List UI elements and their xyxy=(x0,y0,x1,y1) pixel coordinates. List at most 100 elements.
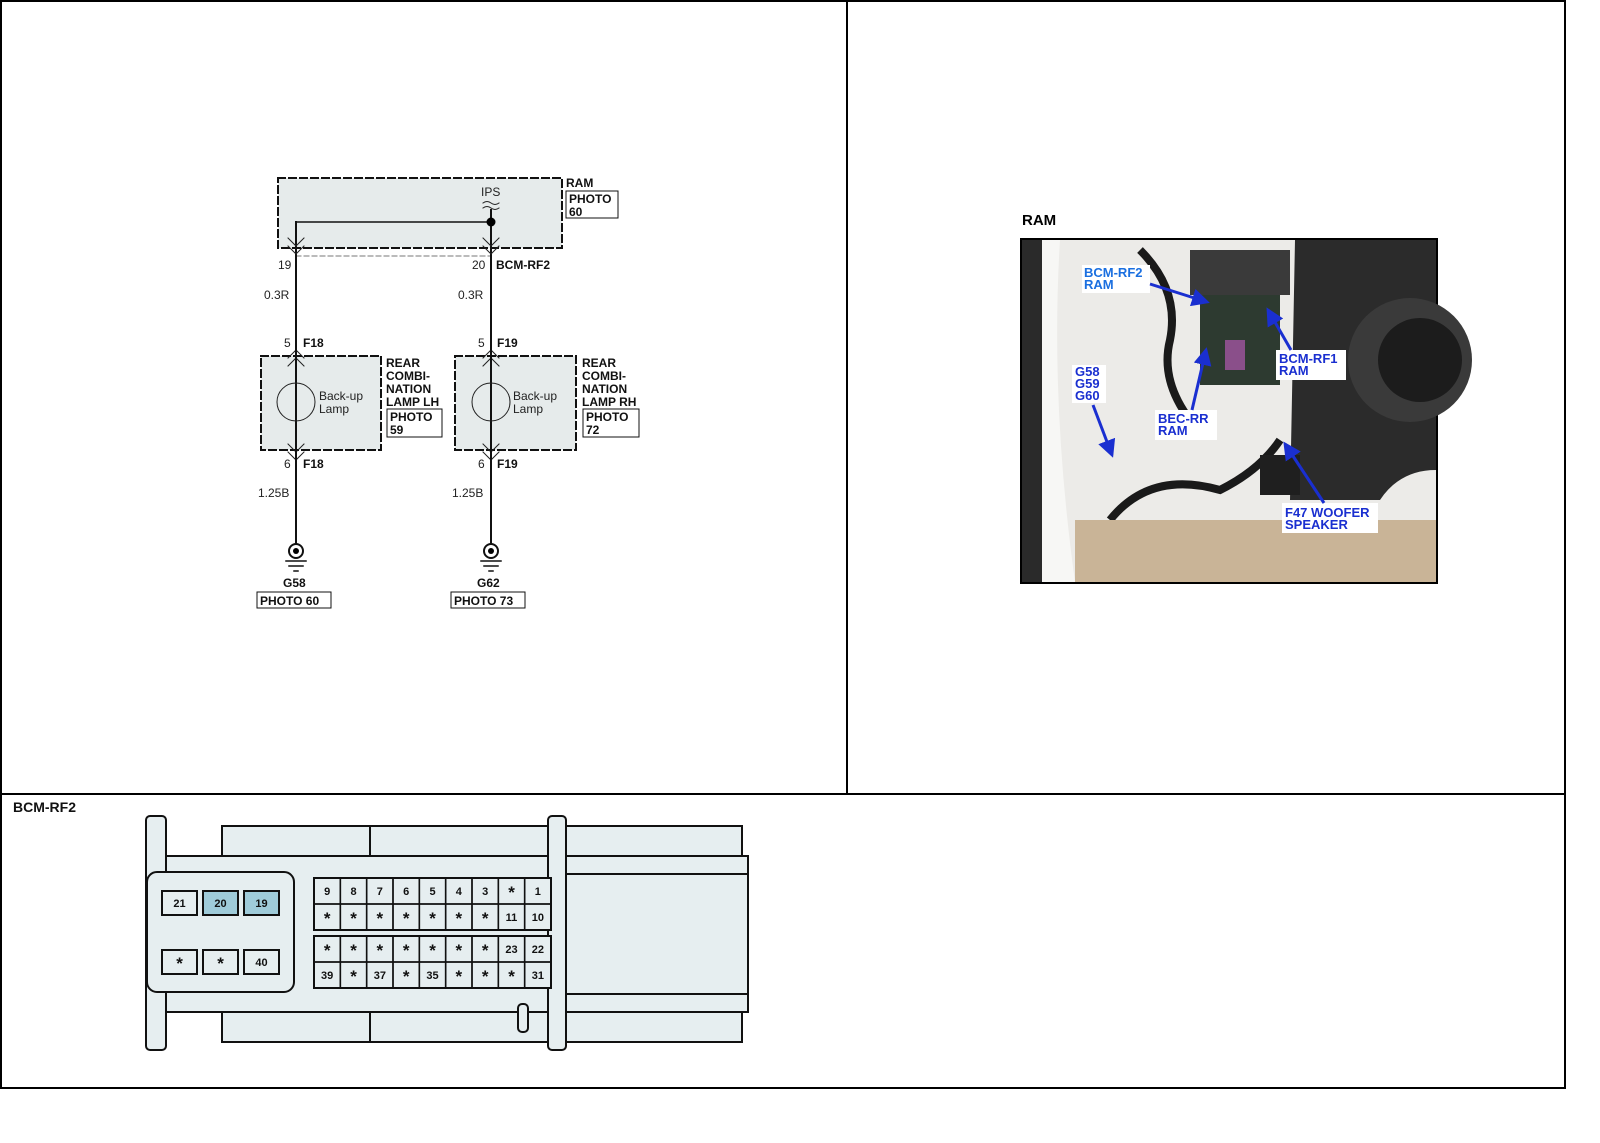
ground-g62: G62 PHOTO 73 xyxy=(450,543,526,609)
callout-label: G58 xyxy=(1075,364,1100,379)
lamp-name: REAR xyxy=(386,356,420,370)
photo-ref-box[interactable] xyxy=(582,408,640,438)
photo-ref: PHOTO 73 xyxy=(454,594,513,608)
schematic: RAM PHOTO 60 IPS 19 20 BCM-RF2 0.3R 0.3R… xyxy=(256,176,640,609)
lamp-name: NATION xyxy=(582,382,627,396)
pin-label: 5 xyxy=(284,336,291,350)
connector-label: F19 xyxy=(497,336,518,350)
pin-label: 19 xyxy=(255,898,267,910)
ram-photo-num: 60 xyxy=(569,205,583,219)
lamp-label: Lamp xyxy=(513,402,543,416)
rear-combination-lamp-rh: 5 F19 Back-up Lamp REAR COMBI- NATION LA… xyxy=(452,336,640,546)
photo-ref-box[interactable] xyxy=(450,591,526,609)
photo-ref: PHOTO 60 xyxy=(260,594,319,608)
pin-label: * xyxy=(456,941,463,960)
photo-ref-box[interactable] xyxy=(386,408,443,438)
callout-label: G59 xyxy=(1075,376,1100,391)
pin-label: 37 xyxy=(374,970,386,982)
callout-label: RAM xyxy=(1158,423,1188,438)
connector-lock-section xyxy=(555,873,749,995)
pin-label: * xyxy=(350,941,357,960)
connector-label: F19 xyxy=(497,457,518,471)
pin-20-label: 20 xyxy=(472,258,486,272)
lamp-label: Back-up xyxy=(513,389,557,403)
pin-label: 40 xyxy=(255,957,267,969)
location-photo-panel: RAM BCM-RF2 RAM BCM-RF1 RAM xyxy=(1020,212,1472,584)
pin-label: 5 xyxy=(429,886,435,898)
pin-label: 5 xyxy=(478,336,485,350)
pin-label: 21 xyxy=(173,898,185,910)
pin-19-label: 19 xyxy=(278,258,292,272)
ram-photo-box[interactable] xyxy=(565,190,619,219)
ips-label: IPS xyxy=(481,185,500,199)
ground-symbol-icon xyxy=(285,560,307,572)
connector-pin-20: 20 xyxy=(202,890,239,916)
ground-name: G58 xyxy=(283,576,306,590)
photo-ref: PHOTO xyxy=(586,410,628,424)
connector-housing-bottom xyxy=(221,1011,743,1043)
splice-dot xyxy=(486,217,496,227)
connector-title: BCM-RF2 xyxy=(13,799,76,815)
callout-label: RAM xyxy=(1279,363,1309,378)
pin-label: 9 xyxy=(324,886,330,898)
callout-bec-rr: BEC-RR RAM xyxy=(1155,347,1217,440)
pin-cell xyxy=(243,949,280,975)
wire-color: 1.25B xyxy=(452,486,483,500)
pin-label: * xyxy=(350,909,357,928)
ground-symbol-icon xyxy=(480,560,502,572)
callout-label: F47 WOOFER xyxy=(1285,505,1370,520)
pin-label: 7 xyxy=(377,886,383,898)
lamp-name: NATION xyxy=(386,382,431,396)
pin-cell xyxy=(523,903,552,931)
pin-label: 39 xyxy=(321,970,333,982)
pin-label: * xyxy=(508,967,515,986)
wire-color: 1.25B xyxy=(258,486,289,500)
photo-title: RAM xyxy=(1022,212,1056,229)
pin-label: * xyxy=(377,941,384,960)
lamp-box xyxy=(454,355,577,451)
lamp-name: COMBI- xyxy=(582,369,626,383)
lamp-name: COMBI- xyxy=(386,369,430,383)
pin-label: * xyxy=(324,941,331,960)
ground-g58: G58 PHOTO 60 xyxy=(256,543,332,609)
pin-label: 10 xyxy=(532,912,544,924)
callout-label: SPEAKER xyxy=(1285,517,1348,532)
pin-label: * xyxy=(377,909,384,928)
page-border xyxy=(0,0,1566,1089)
pin-cell xyxy=(161,949,198,975)
connector-pin-40: 40 xyxy=(243,949,280,975)
pin-label: * xyxy=(508,883,515,902)
connector-pin-31: 31 xyxy=(523,961,552,989)
bulb-icon xyxy=(276,382,316,422)
ram-label: RAM xyxy=(566,176,593,190)
pin-cell xyxy=(243,890,280,916)
pin-label: * xyxy=(429,941,436,960)
lamp-name: LAMP LH xyxy=(386,395,439,409)
photo-ref-box[interactable] xyxy=(256,591,332,609)
callout-arrow-icon xyxy=(1266,307,1293,351)
pin-label: * xyxy=(403,967,410,986)
connector-label: F18 xyxy=(303,457,324,471)
rear-combination-lamp-lh: 5 F18 Back-up Lamp REAR COMBI- NATION LA… xyxy=(258,336,443,546)
connector-pin-19: 19 xyxy=(243,890,280,916)
photo-ref: PHOTO xyxy=(390,410,432,424)
pin-label: 35 xyxy=(426,970,438,982)
photo-num: 59 xyxy=(390,423,404,437)
callout-label: BCM-RF2 xyxy=(1084,265,1143,280)
callout-arrow-icon xyxy=(1283,441,1326,504)
connector-pin-unused: * xyxy=(161,949,198,975)
connector-pin-21: 21 xyxy=(161,890,198,916)
pin-label: 31 xyxy=(532,970,544,982)
ground-name: G62 xyxy=(477,576,500,590)
pin-label: 1 xyxy=(535,886,541,898)
callout-arrow-icon xyxy=(1149,282,1210,307)
lamp-box xyxy=(260,355,382,451)
callout-grounds: G58 G59 G60 xyxy=(1072,364,1116,458)
photo-num: 72 xyxy=(586,423,600,437)
pin-label: 23 xyxy=(505,944,517,956)
ram-module-box xyxy=(277,177,563,249)
pin-cell xyxy=(202,890,239,916)
